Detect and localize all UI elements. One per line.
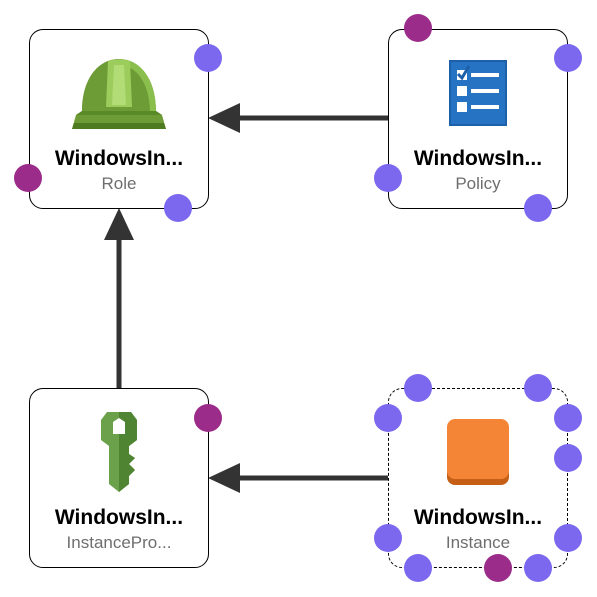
input-port[interactable] [554, 444, 582, 472]
output-port[interactable] [484, 554, 512, 582]
input-port[interactable] [164, 194, 192, 222]
node-subtitle: Policy [455, 174, 501, 193]
node-subtitle: Role [101, 174, 137, 193]
node-subtitle: InstancePro... [66, 533, 172, 552]
node-subtitle: Instance [445, 533, 511, 552]
checklist-icon [389, 52, 567, 134]
input-port[interactable] [524, 554, 552, 582]
node-title: WindowsIn... [54, 506, 184, 529]
edge-instance-to-instance-profile[interactable] [208, 463, 388, 493]
edge-policy-to-role[interactable] [208, 103, 388, 133]
input-port[interactable] [374, 524, 402, 552]
input-port[interactable] [374, 404, 402, 432]
input-port[interactable] [554, 44, 582, 72]
node-title: WindowsIn... [413, 147, 543, 170]
node-role[interactable]: WindowsIn... Role [29, 29, 209, 209]
hardhat-icon [30, 52, 208, 134]
input-port[interactable] [554, 524, 582, 552]
node-instance-profile[interactable]: WindowsIn... InstancePro... [29, 388, 209, 568]
edge-instance-profile-to-role[interactable] [104, 208, 134, 388]
input-port[interactable] [524, 194, 552, 222]
input-port[interactable] [194, 44, 222, 72]
input-port[interactable] [404, 374, 432, 402]
output-port[interactable] [14, 164, 42, 192]
node-title: WindowsIn... [54, 147, 184, 170]
node-policy[interactable]: WindowsIn... Policy [388, 29, 568, 209]
node-title: WindowsIn... [413, 506, 543, 529]
input-port[interactable] [374, 164, 402, 192]
key-icon [30, 411, 208, 493]
input-port[interactable] [404, 554, 432, 582]
instance-square-icon [389, 411, 567, 493]
node-instance[interactable]: WindowsIn... Instance [388, 388, 568, 568]
output-port[interactable] [404, 14, 432, 42]
input-port[interactable] [524, 374, 552, 402]
output-port[interactable] [194, 404, 222, 432]
input-port[interactable] [554, 404, 582, 432]
